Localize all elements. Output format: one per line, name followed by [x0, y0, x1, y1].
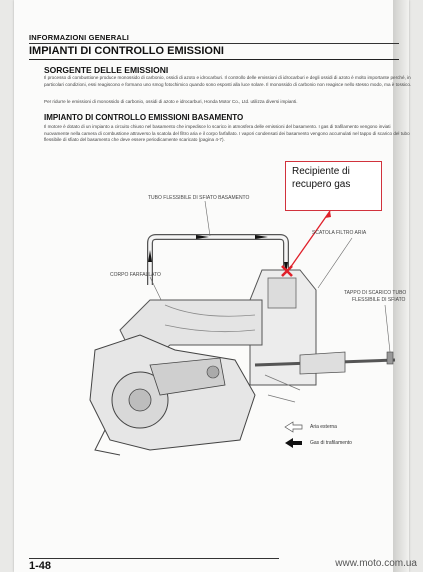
label-breather-tube: TUBO FLESSIBILE DI SFIATO BASAMENTO — [148, 195, 250, 201]
label-throttle-body: CORPO FARFALLATO — [110, 272, 161, 278]
fresh-air-arrow — [284, 421, 303, 433]
source-paragraph-1: Il processo di combustione produce monos… — [44, 75, 412, 87]
flow-arrow-4 — [284, 262, 288, 274]
blowby-arrow — [285, 438, 302, 448]
callout-arrow — [289, 210, 331, 269]
source-paragraph-2: Per ridurre le emissioni di monossido di… — [44, 99, 298, 104]
source-heading: SORGENTE DELLE EMISSIONI — [44, 65, 169, 75]
piston — [149, 357, 226, 396]
section-header: INFORMAZIONI GENERALI — [29, 33, 130, 42]
title-rule — [29, 59, 399, 60]
page-edge-shadow — [393, 0, 409, 572]
gas-collector-marker — [281, 265, 293, 277]
callout-box: Recipiente di recupero gas — [285, 161, 382, 211]
page-title: IMPIANTI DI CONTROLLO EMISSIONI — [29, 45, 224, 57]
legend-blowby: Gas di trafilamento — [310, 440, 352, 446]
crankcase-paragraph: Il motore è dotato di un impianto a circ… — [44, 124, 410, 143]
label-air-box: SCATOLA FILTRO ARIA — [312, 230, 367, 236]
header-rule — [29, 43, 399, 44]
label-drain-plug-2: FLESSIBILE DI SFIATO — [352, 297, 406, 303]
crankcase-heading: IMPIANTO DI CONTROLLO EMISSIONI BASAMENT… — [44, 113, 244, 122]
callout-line-2: recupero gas — [292, 179, 351, 190]
label-drain-plug-1: TAPPO DI SCARICO TUBO — [344, 290, 407, 296]
callout-line-1: Recipiente di — [292, 166, 350, 177]
page-number: 1-48 — [29, 560, 52, 572]
flow-arrow-1 — [196, 235, 209, 239]
legend-fresh-air: Aria esterna — [310, 424, 337, 430]
footer-rule — [29, 558, 279, 559]
watermark: www.moto.com.ua — [335, 558, 417, 569]
flow-arrow-2 — [255, 235, 268, 239]
flow-arrow-3 — [148, 250, 152, 262]
drain-plug — [386, 351, 394, 365]
manual-page — [14, 0, 409, 572]
